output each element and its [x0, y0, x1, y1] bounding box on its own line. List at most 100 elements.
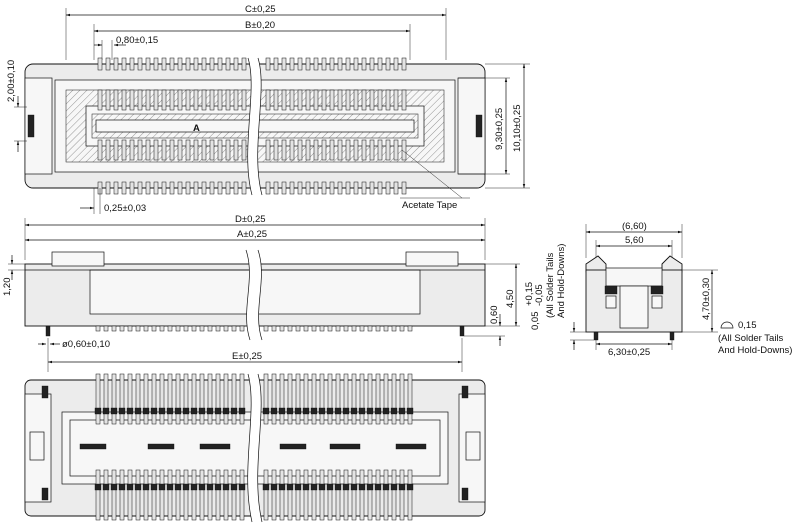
top-pin: [361, 181, 367, 195]
top-pin-contact: [385, 139, 391, 161]
top-pin: [209, 57, 215, 71]
top-pin-contact: [321, 139, 327, 161]
bottom-pin-pad: [206, 407, 214, 415]
solder-tail: [159, 325, 165, 332]
bottom-pin: [375, 469, 381, 521]
bottom-pin-pad: [222, 407, 230, 415]
solder-tail: [127, 325, 133, 332]
top-pin: [353, 181, 359, 195]
bottom-pin: [95, 469, 101, 521]
top-pin-contact: [241, 89, 247, 111]
solder-tail: [271, 325, 277, 332]
top-pin: [225, 57, 231, 71]
top-pin: [353, 57, 359, 71]
bottom-pin-pad: [390, 407, 398, 415]
bottom-pin: [303, 469, 309, 521]
bottom-pin-pad: [318, 483, 326, 491]
top-pin-contact: [401, 89, 407, 111]
top-pin: [161, 57, 167, 71]
solder-tail: [375, 325, 381, 332]
top-pin: [129, 57, 135, 71]
top-pin-contact: [313, 139, 319, 161]
top-pin: [281, 181, 287, 195]
coplanarity-note-1: (All Solder Tails: [718, 333, 784, 344]
dim-d-label: D±0,25: [235, 214, 266, 225]
solder-tail: [183, 325, 189, 332]
bottom-pin: [391, 373, 397, 425]
bottom-pin: [175, 373, 181, 425]
bottom-pin-pad: [198, 407, 206, 415]
top-pin-contact: [209, 89, 215, 111]
bottom-pin-pad: [350, 483, 358, 491]
dim-0-60-label: 0,60: [489, 306, 500, 325]
top-pin: [121, 181, 127, 195]
bottom-pin-pad: [214, 407, 222, 415]
bottom-pin: [207, 373, 213, 425]
top-pin: [265, 181, 271, 195]
bottom-pin: [215, 469, 221, 521]
dim-diameter-label: ø0,60±0,10: [62, 339, 110, 350]
top-pin-contact: [313, 89, 319, 111]
top-pin: [185, 181, 191, 195]
bottom-pin: [279, 469, 285, 521]
solder-tail: [175, 325, 181, 332]
top-pin: [321, 181, 327, 195]
solder-tail: [279, 325, 285, 332]
top-pin: [369, 181, 375, 195]
top-pin-contact: [353, 139, 359, 161]
top-pins-upper: [97, 57, 407, 111]
top-view: C±0,25 B±0,20 0,80±0,15 A: [6, 4, 530, 214]
bottom-pin: [103, 469, 109, 521]
bottom-pin: [191, 469, 197, 521]
top-pin-contact: [201, 89, 207, 111]
bottom-slot: [147, 443, 175, 450]
dim-9-30-label: 9,30±0,25: [494, 108, 505, 150]
left-post: [45, 325, 51, 337]
top-pin: [233, 181, 239, 195]
top-pin-contact: [305, 89, 311, 111]
bottom-pin: [199, 373, 205, 425]
bottom-pin-pad: [406, 407, 414, 415]
bottom-pin: [263, 373, 269, 425]
top-pin: [393, 57, 399, 71]
dim-pitch-label: 0,80±0,15: [116, 35, 158, 46]
bottom-pin: [391, 469, 397, 521]
bottom-pin-pad: [174, 483, 182, 491]
bottom-pin: [383, 373, 389, 425]
top-pin-contact: [113, 139, 119, 161]
bottom-slot: [279, 443, 307, 450]
top-pin-contact: [177, 139, 183, 161]
bottom-pin: [407, 469, 413, 521]
bottom-pin-pad: [150, 407, 158, 415]
solder-tail: [103, 325, 109, 332]
bottom-pin: [119, 373, 125, 425]
top-pin: [393, 181, 399, 195]
top-pin-contact: [289, 139, 295, 161]
bottom-pin: [343, 373, 349, 425]
top-pin-contact: [145, 89, 151, 111]
top-pin: [385, 57, 391, 71]
bottom-pin: [367, 373, 373, 425]
bottom-pin-pad: [126, 483, 134, 491]
bottom-pin: [287, 373, 293, 425]
top-pin-contact: [121, 89, 127, 111]
bottom-pin-pad: [190, 483, 198, 491]
bottom-pin-pad: [262, 407, 270, 415]
bottom-pin-pad: [182, 483, 190, 491]
top-pin-contact: [217, 89, 223, 111]
top-pin-contact: [337, 139, 343, 161]
bottom-pin-pad: [294, 407, 302, 415]
bottom-pin-pad: [382, 407, 390, 415]
top-pin-contact: [137, 139, 143, 161]
bottom-pin-pad: [102, 407, 110, 415]
top-pin-contact: [329, 89, 335, 111]
bottom-pin: [359, 373, 365, 425]
polarity-mark: A: [193, 123, 200, 134]
bottom-pin: [311, 469, 317, 521]
solder-tail: [223, 325, 229, 332]
top-pin-contact: [297, 89, 303, 111]
bottom-pin-pad: [158, 483, 166, 491]
front-left-tab: [51, 251, 105, 267]
top-pin: [401, 57, 407, 71]
bottom-pin-pad: [286, 407, 294, 415]
